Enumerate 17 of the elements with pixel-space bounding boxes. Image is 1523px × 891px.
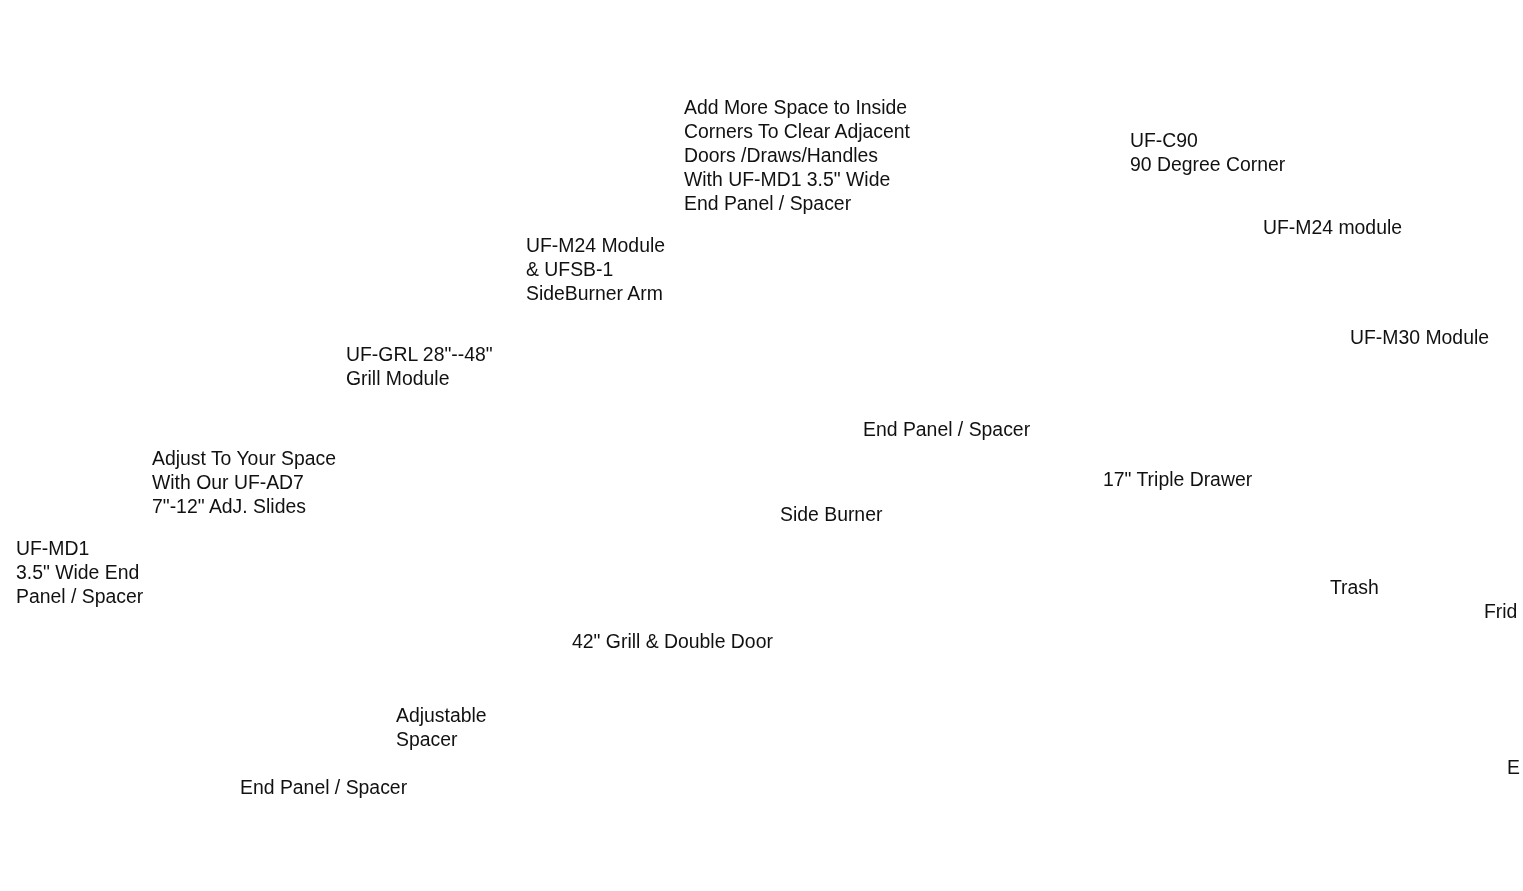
part-label: UF-M30 Module <box>1350 325 1489 349</box>
part-label: UF-M24 module <box>1263 215 1402 239</box>
annotation-note: Add More Space to Inside Corners To Clear Adjacent Doors /Draws/Handles With UF-MD1 3.5" Wide End Panel / Spacer <box>684 95 910 215</box>
part-label: Side Burner <box>780 502 883 526</box>
part-label: UF-C90 90 Degree Corner <box>1130 128 1286 176</box>
part-label: E <box>1507 755 1520 779</box>
part-label: End Panel / Spacer <box>240 775 408 799</box>
part-label: 42" Grill & Double Door <box>572 629 773 653</box>
part-label: UF-GRL 28"--48" Grill Module <box>346 342 493 390</box>
part-label: UF-MD1 3.5" Wide End Panel / Spacer <box>16 536 144 608</box>
annotation-note: Adjust To Your Space With Our UF-AD7 7"-12" AdJ. Slides <box>152 446 336 518</box>
part-label: 17" Triple Drawer <box>1103 467 1253 491</box>
part-label: End Panel / Spacer <box>863 417 1031 441</box>
part-label: UF-M24 Module & UFSB-1 SideBurner Arm <box>526 233 665 305</box>
part-label: Trash <box>1330 575 1379 599</box>
part-label: Frid <box>1484 599 1518 623</box>
part-label: Adjustable Spacer <box>396 703 487 751</box>
